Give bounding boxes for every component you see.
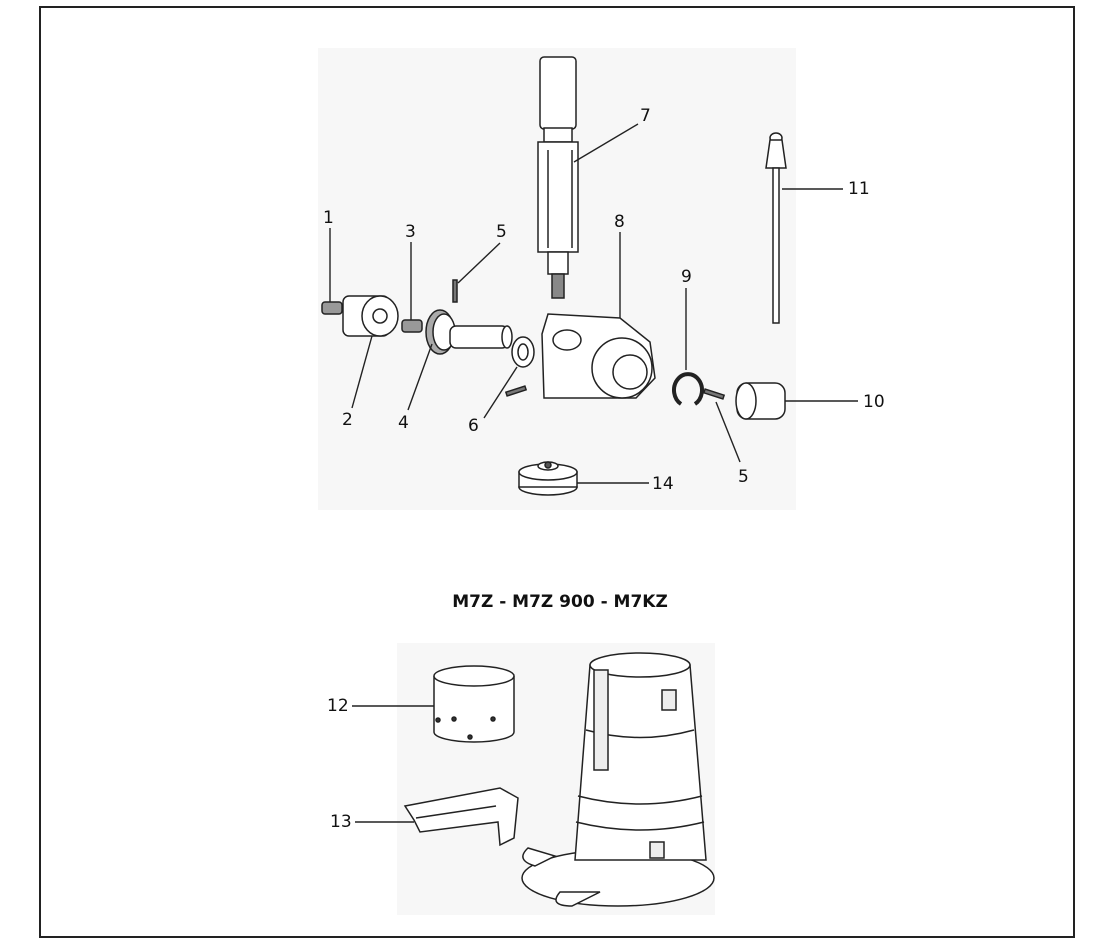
part-5-pin-right xyxy=(702,388,726,400)
part-13-bracket xyxy=(403,787,519,847)
callout-5-lower: 5 xyxy=(738,467,749,487)
callout-14: 14 xyxy=(652,474,674,494)
model-title: M7Z - M7Z 900 - M7KZ xyxy=(452,592,668,612)
part-12-ring xyxy=(433,665,515,743)
part-10-knob xyxy=(735,382,786,420)
part-5-pin-top xyxy=(452,279,458,303)
callout-6: 6 xyxy=(468,416,479,436)
callout-5-upper: 5 xyxy=(496,222,507,242)
callout-11: 11 xyxy=(848,179,870,199)
part-4-pinion-shaft xyxy=(425,309,513,355)
part-14-base-disk xyxy=(518,461,578,496)
diagram-frame xyxy=(39,6,1075,938)
callout-7: 7 xyxy=(640,106,651,126)
callout-9: 9 xyxy=(681,267,692,287)
callout-4: 4 xyxy=(398,413,409,433)
callout-12: 12 xyxy=(327,696,349,716)
callout-8: 8 xyxy=(614,212,625,232)
part-8-head-housing xyxy=(541,313,656,399)
part-11-lever-rod xyxy=(765,132,787,324)
part-6-washer xyxy=(511,336,535,368)
callout-3: 3 xyxy=(405,222,416,242)
callout-1: 1 xyxy=(323,208,334,228)
leader-lines xyxy=(329,123,858,823)
callout-13: 13 xyxy=(330,812,352,832)
main-housing xyxy=(521,652,715,907)
part-3-spring xyxy=(401,319,423,333)
callout-10: 10 xyxy=(863,392,885,412)
part-9-circlip xyxy=(672,372,704,406)
part-5-pin-left xyxy=(504,385,528,397)
part-1-set-screw xyxy=(321,301,343,315)
part-7-spindle xyxy=(537,56,579,299)
callout-2: 2 xyxy=(342,410,353,430)
part-2-collar xyxy=(342,295,399,337)
